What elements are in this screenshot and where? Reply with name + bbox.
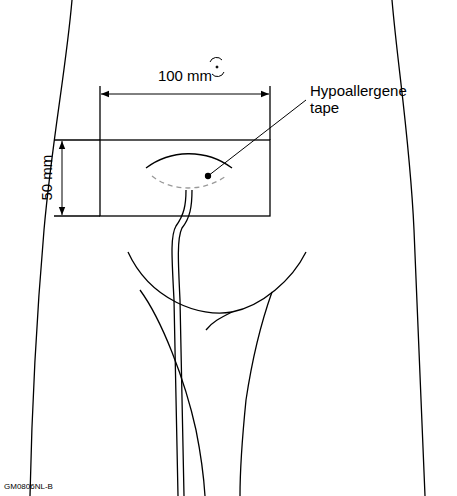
- dimension-text: 50 mm: [38, 155, 55, 201]
- extension-line: [54, 139, 100, 140]
- wound: [152, 176, 226, 188]
- extension-line: [99, 86, 100, 140]
- wound: [146, 154, 232, 168]
- dimension-line: [62, 141, 63, 215]
- groin-curve: [206, 312, 232, 330]
- rotate-symbol: [210, 57, 224, 76]
- dimension-text: 100 mm: [158, 67, 212, 84]
- leader-line: [208, 100, 306, 176]
- inner-thigh: [140, 290, 205, 496]
- body-outline: [30, 0, 72, 496]
- figure-code: GM0806NL-B: [4, 482, 53, 491]
- drain-tube: [178, 190, 192, 496]
- dimension-line: [101, 94, 269, 95]
- extension-line: [269, 86, 270, 140]
- body-outline: [392, 0, 425, 496]
- extension-line: [54, 215, 100, 216]
- groin-curve: [128, 252, 306, 313]
- inner-thigh: [240, 292, 272, 496]
- part-label: Hypoallergene tape: [310, 82, 422, 117]
